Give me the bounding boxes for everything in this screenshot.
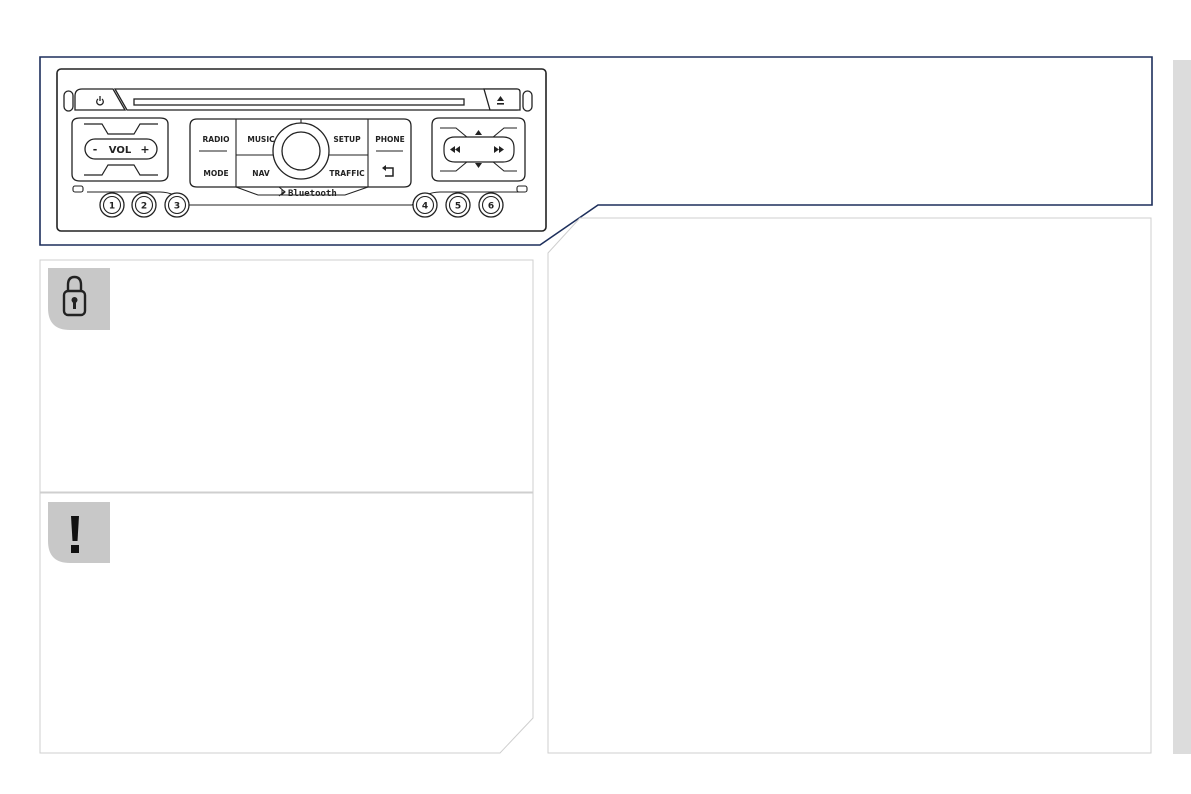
fast-forward-icon <box>494 146 504 153</box>
bluetooth-label: Bluetooth <box>288 189 337 199</box>
lower-bezel-line <box>87 191 520 206</box>
rotary-knob[interactable] <box>281 131 321 171</box>
right-mini-button[interactable] <box>516 185 528 193</box>
volume-down-button[interactable]: - <box>93 143 98 156</box>
back-button[interactable] <box>382 165 394 177</box>
preset-buttons: 1 2 3 4 5 6 <box>99 192 504 218</box>
rewind-button[interactable] <box>450 146 460 153</box>
warning-info-panel <box>39 492 534 754</box>
volume-up-button[interactable]: + <box>140 143 149 156</box>
eject-icon <box>497 96 504 105</box>
setup-button[interactable]: SETUP <box>333 135 361 144</box>
preset-button-3[interactable]: 3 <box>164 192 190 218</box>
header-frame <box>39 56 1153 246</box>
preset-button-4[interactable]: 4 <box>412 192 438 218</box>
preset-label: 6 <box>488 202 494 212</box>
content-panel <box>547 217 1152 754</box>
preset-label: 5 <box>455 202 461 212</box>
nav-button[interactable]: NAV <box>252 169 270 178</box>
lock-info-panel <box>39 259 534 493</box>
side-strip <box>1173 60 1191 754</box>
preset-label: 3 <box>174 202 180 212</box>
preset-button-2[interactable]: 2 <box>131 192 157 218</box>
arrow-down-icon <box>475 163 482 168</box>
mode-button[interactable]: MODE <box>203 169 228 178</box>
phone-button[interactable]: PHONE <box>375 135 405 144</box>
volume-cluster: - VOL + <box>71 117 169 182</box>
cd-slot[interactable] <box>133 98 465 106</box>
fast-forward-button[interactable] <box>494 146 504 153</box>
preset-button-6[interactable]: 6 <box>478 192 504 218</box>
eject-button[interactable] <box>483 88 521 111</box>
preset-label: 4 <box>422 202 428 212</box>
arrow-up-button[interactable] <box>475 130 482 135</box>
bluetooth-logo: Bluetooth <box>278 186 337 199</box>
preset-button-5[interactable]: 5 <box>445 192 471 218</box>
preset-label: 2 <box>141 202 147 212</box>
power-icon <box>96 96 104 106</box>
radio-unit: - VOL + RADIO MUSIC SETUP PHONE MODE <box>56 68 547 232</box>
music-button[interactable]: MUSIC <box>247 135 275 144</box>
left-side-button[interactable] <box>63 90 74 112</box>
traffic-button[interactable]: TRAFFIC <box>329 169 365 178</box>
padlock-icon <box>48 268 110 330</box>
center-control-block: RADIO MUSIC SETUP PHONE MODE NAV TRAFFIC <box>189 118 412 199</box>
power-button[interactable] <box>74 88 127 111</box>
preset-label: 1 <box>109 202 115 212</box>
preset-button-1[interactable]: 1 <box>99 192 125 218</box>
volume-control[interactable] <box>84 138 158 160</box>
arrow-up-icon <box>475 130 482 135</box>
nav-pad <box>431 117 526 182</box>
back-arrow-icon <box>382 165 394 177</box>
arrow-down-button[interactable] <box>475 163 482 168</box>
volume-label: VOL <box>109 145 132 156</box>
exclamation-icon <box>48 502 110 563</box>
right-side-button[interactable] <box>522 90 533 112</box>
left-mini-button[interactable] <box>72 185 84 193</box>
rewind-icon <box>450 146 460 153</box>
radio-button[interactable]: RADIO <box>203 135 230 144</box>
bluetooth-icon <box>278 186 286 197</box>
